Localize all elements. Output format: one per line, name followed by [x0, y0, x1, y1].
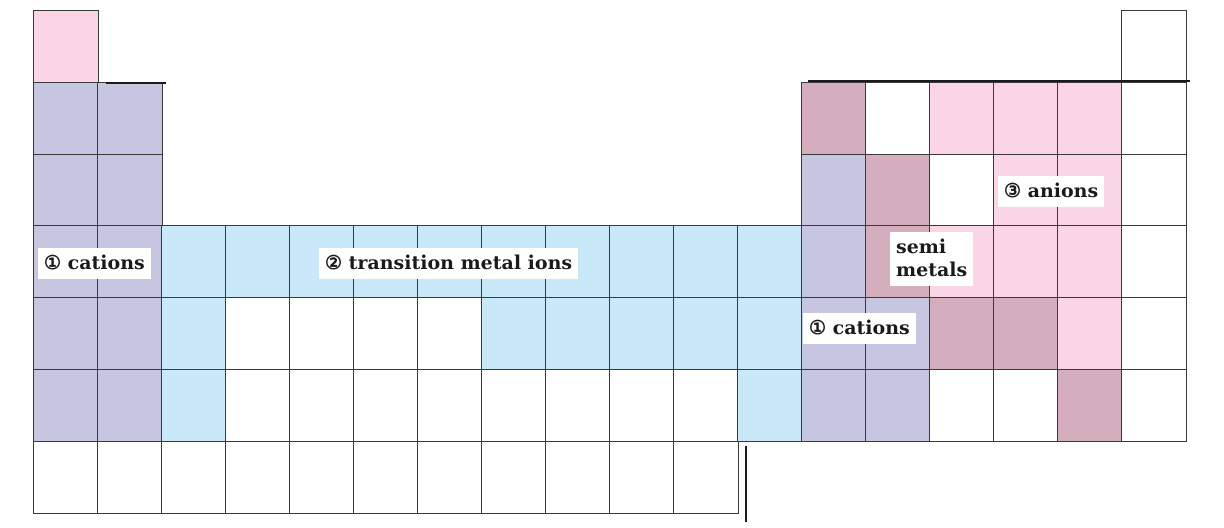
element-cell — [865, 153, 931, 227]
element-cell — [33, 153, 99, 227]
semi-metals-label: semi metals — [890, 232, 974, 286]
top-left-bracket-line — [106, 82, 166, 84]
element-cell — [1121, 10, 1187, 84]
element-cell — [481, 369, 547, 443]
element-cell — [225, 369, 291, 443]
element-cell — [1121, 225, 1187, 299]
element-cell — [1121, 153, 1187, 227]
top-right-bracket-line — [808, 80, 1190, 82]
element-cell — [225, 440, 291, 515]
element-cell — [609, 297, 675, 371]
element-cell — [1057, 81, 1123, 156]
element-cell — [993, 81, 1059, 156]
element-cell — [161, 369, 227, 443]
element-cell — [353, 369, 419, 443]
element-cell — [417, 369, 483, 443]
element-cell — [1057, 369, 1123, 443]
element-cell — [225, 297, 291, 371]
element-cell — [33, 81, 99, 156]
element-cell — [929, 81, 995, 156]
element-cell — [161, 297, 227, 371]
element-cell — [865, 81, 931, 156]
element-cell — [1121, 297, 1187, 371]
element-cell — [673, 297, 739, 371]
transition-metal-ions-label: ② transition metal ions — [319, 248, 579, 279]
element-cell — [609, 440, 675, 515]
element-cell — [545, 440, 611, 515]
element-cell — [1121, 81, 1187, 156]
anions-label: ③ anions — [998, 176, 1105, 207]
element-cell — [929, 297, 995, 371]
element-cell — [417, 440, 483, 515]
element-cell — [289, 440, 355, 515]
bottom-divider-line — [745, 446, 747, 522]
element-cell — [289, 369, 355, 443]
element-cell — [97, 369, 163, 443]
element-cell — [929, 369, 995, 443]
element-cell — [737, 225, 803, 299]
element-cell — [353, 297, 419, 371]
element-cell — [673, 440, 739, 515]
element-cell — [609, 225, 675, 299]
element-cell — [289, 297, 355, 371]
element-cell — [1057, 225, 1123, 299]
element-cell — [993, 297, 1059, 371]
element-cell — [929, 153, 995, 227]
cations-label-left: ① cations — [38, 248, 151, 279]
element-cell — [161, 440, 227, 515]
element-cell — [1121, 369, 1187, 443]
element-cell — [33, 297, 99, 371]
element-cell — [545, 297, 611, 371]
element-cell — [865, 369, 931, 443]
element-cell — [33, 10, 99, 84]
element-cell — [97, 297, 163, 371]
element-cell — [545, 369, 611, 443]
element-cell — [225, 225, 291, 299]
element-cell — [353, 440, 419, 515]
element-cell — [33, 440, 99, 515]
element-cell — [33, 369, 99, 443]
element-cell — [737, 369, 803, 443]
element-cell — [993, 369, 1059, 443]
cations-label-right: ① cations — [803, 313, 916, 344]
element-cell — [481, 440, 547, 515]
element-cell — [801, 225, 867, 299]
element-cell — [1057, 297, 1123, 371]
element-cell — [161, 225, 227, 299]
element-cell — [481, 297, 547, 371]
element-cell — [801, 81, 867, 156]
element-cell — [673, 369, 739, 443]
element-cell — [97, 440, 163, 515]
element-cell — [97, 153, 163, 227]
element-cell — [417, 297, 483, 371]
element-cell — [609, 369, 675, 443]
element-cell — [673, 225, 739, 299]
element-cell — [97, 81, 163, 156]
element-cell — [737, 297, 803, 371]
element-cell — [801, 369, 867, 443]
element-cell — [993, 225, 1059, 299]
element-cell — [801, 153, 867, 227]
